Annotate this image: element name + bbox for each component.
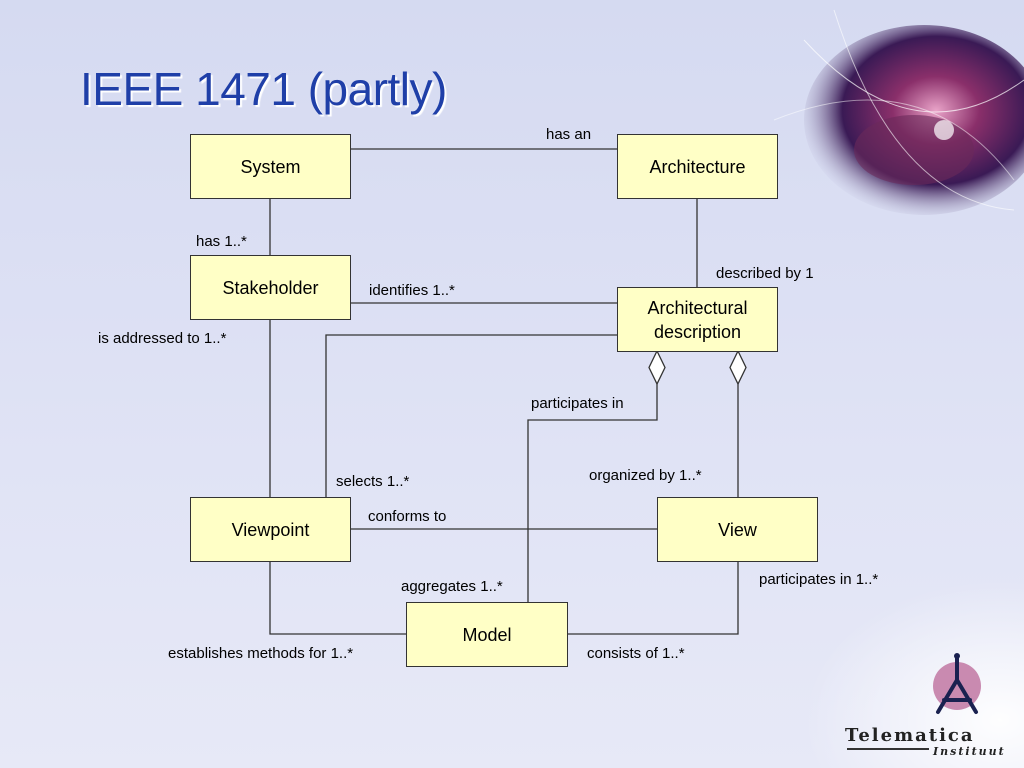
- telematica-logo: Telematica Instituut: [845, 650, 1015, 760]
- model-box: Model: [406, 602, 568, 667]
- architectural-description-label-line2: description: [653, 321, 742, 342]
- stakeholder-box: Stakeholder: [190, 255, 351, 320]
- architecture-box-label: Architecture: [649, 156, 746, 177]
- connector-description-viewpoint: [325, 334, 617, 497]
- aggregation-diamond-view: [729, 349, 747, 386]
- stakeholder-box-label: Stakeholder: [222, 277, 319, 298]
- viewpoint-box-label: Viewpoint: [231, 519, 310, 540]
- aggregation-diamond-model: [648, 349, 666, 386]
- label-has-an: has an: [546, 126, 592, 143]
- label-aggregates-1: aggregates 1..*: [401, 578, 503, 595]
- label-participates-in: participates in: [531, 395, 624, 412]
- model-box-label: Model: [462, 624, 512, 645]
- connector-view-model: [568, 561, 739, 635]
- telematica-logo-sub: Instituut: [933, 745, 1006, 758]
- telematica-logo-name: Telematica: [845, 725, 975, 746]
- label-described-by-1: described by 1: [716, 265, 814, 282]
- telematica-logo-mark: [933, 653, 981, 714]
- label-identifies-1: identifies 1..*: [369, 282, 455, 299]
- label-consists-of-1: consists of 1..*: [587, 645, 685, 662]
- architectural-description-box: Architectural description: [617, 287, 778, 352]
- connector-viewpoint-model: [269, 561, 406, 635]
- label-selects-1: selects 1..*: [336, 473, 410, 490]
- label-conforms-to: conforms to: [368, 508, 447, 525]
- viewpoint-box: Viewpoint: [190, 497, 351, 562]
- label-is-addressed-to-1: is addressed to 1..*: [98, 330, 227, 347]
- connector-description-model: [527, 384, 658, 602]
- architectural-description-label-line1: Architectural: [647, 297, 748, 318]
- view-box: View: [657, 497, 818, 562]
- label-has-1: has 1..*: [196, 233, 247, 250]
- label-organized-by-1: organized by 1..*: [589, 467, 702, 484]
- view-box-label: View: [718, 519, 757, 540]
- architecture-box: Architecture: [617, 134, 778, 199]
- logo-underline: [847, 748, 929, 750]
- system-box-label: System: [240, 156, 301, 177]
- label-establishes-methods-for-1: establishes methods for 1..*: [168, 645, 354, 662]
- decorative-nebula-image: [773, 9, 1024, 215]
- system-box: System: [190, 134, 351, 199]
- label-participates-in-1: participates in 1..*: [759, 571, 879, 588]
- slide-title: IEEE 1471 (partly): [80, 63, 447, 115]
